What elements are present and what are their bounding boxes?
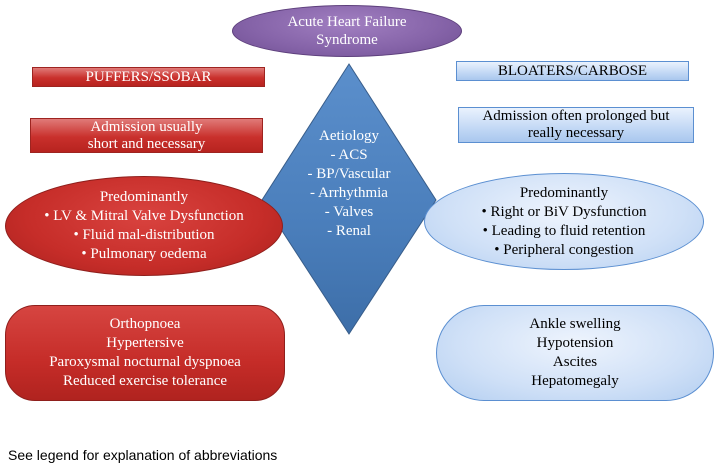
sign-line: Paroxysmal nocturnal dyspnoea — [49, 354, 241, 370]
sign-line: Ascites — [552, 354, 598, 370]
aetiology-item: - Valves — [324, 204, 374, 220]
predominant-line: Predominantly — [519, 184, 609, 201]
predominant-line: • Right or BiV Dysfunction — [481, 203, 647, 220]
acute-heart-failure-oval: Acute Heart Failure Syndrome — [232, 5, 462, 57]
diamond-shape — [261, 63, 437, 335]
aetiology-item: - BP/Vascular — [307, 166, 391, 182]
left-admission-box: Admission usually short and necessary — [30, 118, 263, 153]
aetiology-title: Aetiology — [319, 128, 379, 144]
right-predominant-oval: Predominantly • Right or BiV Dysfunction… — [424, 173, 704, 270]
sign-line: Ankle swelling — [529, 316, 621, 332]
aetiology-item: - Arrhythmia — [310, 185, 388, 201]
aetiology-text: Aetiology - ACS - BP/Vascular - Arrhythm… — [290, 126, 408, 242]
oval-line: Acute Heart Failure — [287, 14, 407, 30]
sign-line: Hypotension — [536, 335, 614, 351]
right-signs-box: Ankle swelling Hypotension Ascites Hepat… — [436, 305, 714, 401]
bloaters-header: BLOATERS/CARBOSE — [456, 61, 689, 81]
admission-line: short and necessary — [87, 135, 206, 152]
predominant-line: • Peripheral congestion — [494, 241, 634, 258]
admission-line: Admission usually — [90, 118, 203, 135]
legend-note: See legend for explanation of abbreviati… — [8, 447, 278, 463]
left-signs-box: Orthopnoea Hypertersive Paroxysmal noctu… — [5, 305, 285, 401]
predominant-line: • LV & Mitral Valve Dysfunction — [44, 208, 244, 224]
predominant-line: Predominantly — [99, 189, 189, 205]
predominant-line: • Leading to fluid retention — [482, 222, 646, 239]
aetiology-item: - Renal — [327, 223, 371, 239]
left-predominant-oval: Predominantly • LV & Mitral Valve Dysfun… — [5, 176, 283, 276]
puffers-header-label: PUFFERS/SSOBAR — [85, 69, 212, 85]
puffers-header: PUFFERS/SSOBAR — [32, 67, 265, 87]
oval-line: Syndrome — [316, 32, 378, 48]
admission-line: Admission often prolonged but — [482, 108, 670, 124]
sign-line: Reduced exercise tolerance — [62, 373, 228, 389]
sign-line: Hepatomegaly — [531, 373, 619, 389]
predominant-line: • Fluid mal-distribution — [73, 227, 215, 243]
admission-line: really necessary — [527, 125, 625, 141]
sign-line: Orthopnoea — [109, 316, 181, 332]
predominant-line: • Pulmonary oedema — [81, 246, 207, 262]
aetiology-item: - ACS — [330, 147, 368, 163]
bloaters-header-label: BLOATERS/CARBOSE — [497, 63, 648, 79]
right-admission-box: Admission often prolonged but really nec… — [458, 107, 694, 143]
sign-line: Hypertersive — [106, 335, 184, 351]
